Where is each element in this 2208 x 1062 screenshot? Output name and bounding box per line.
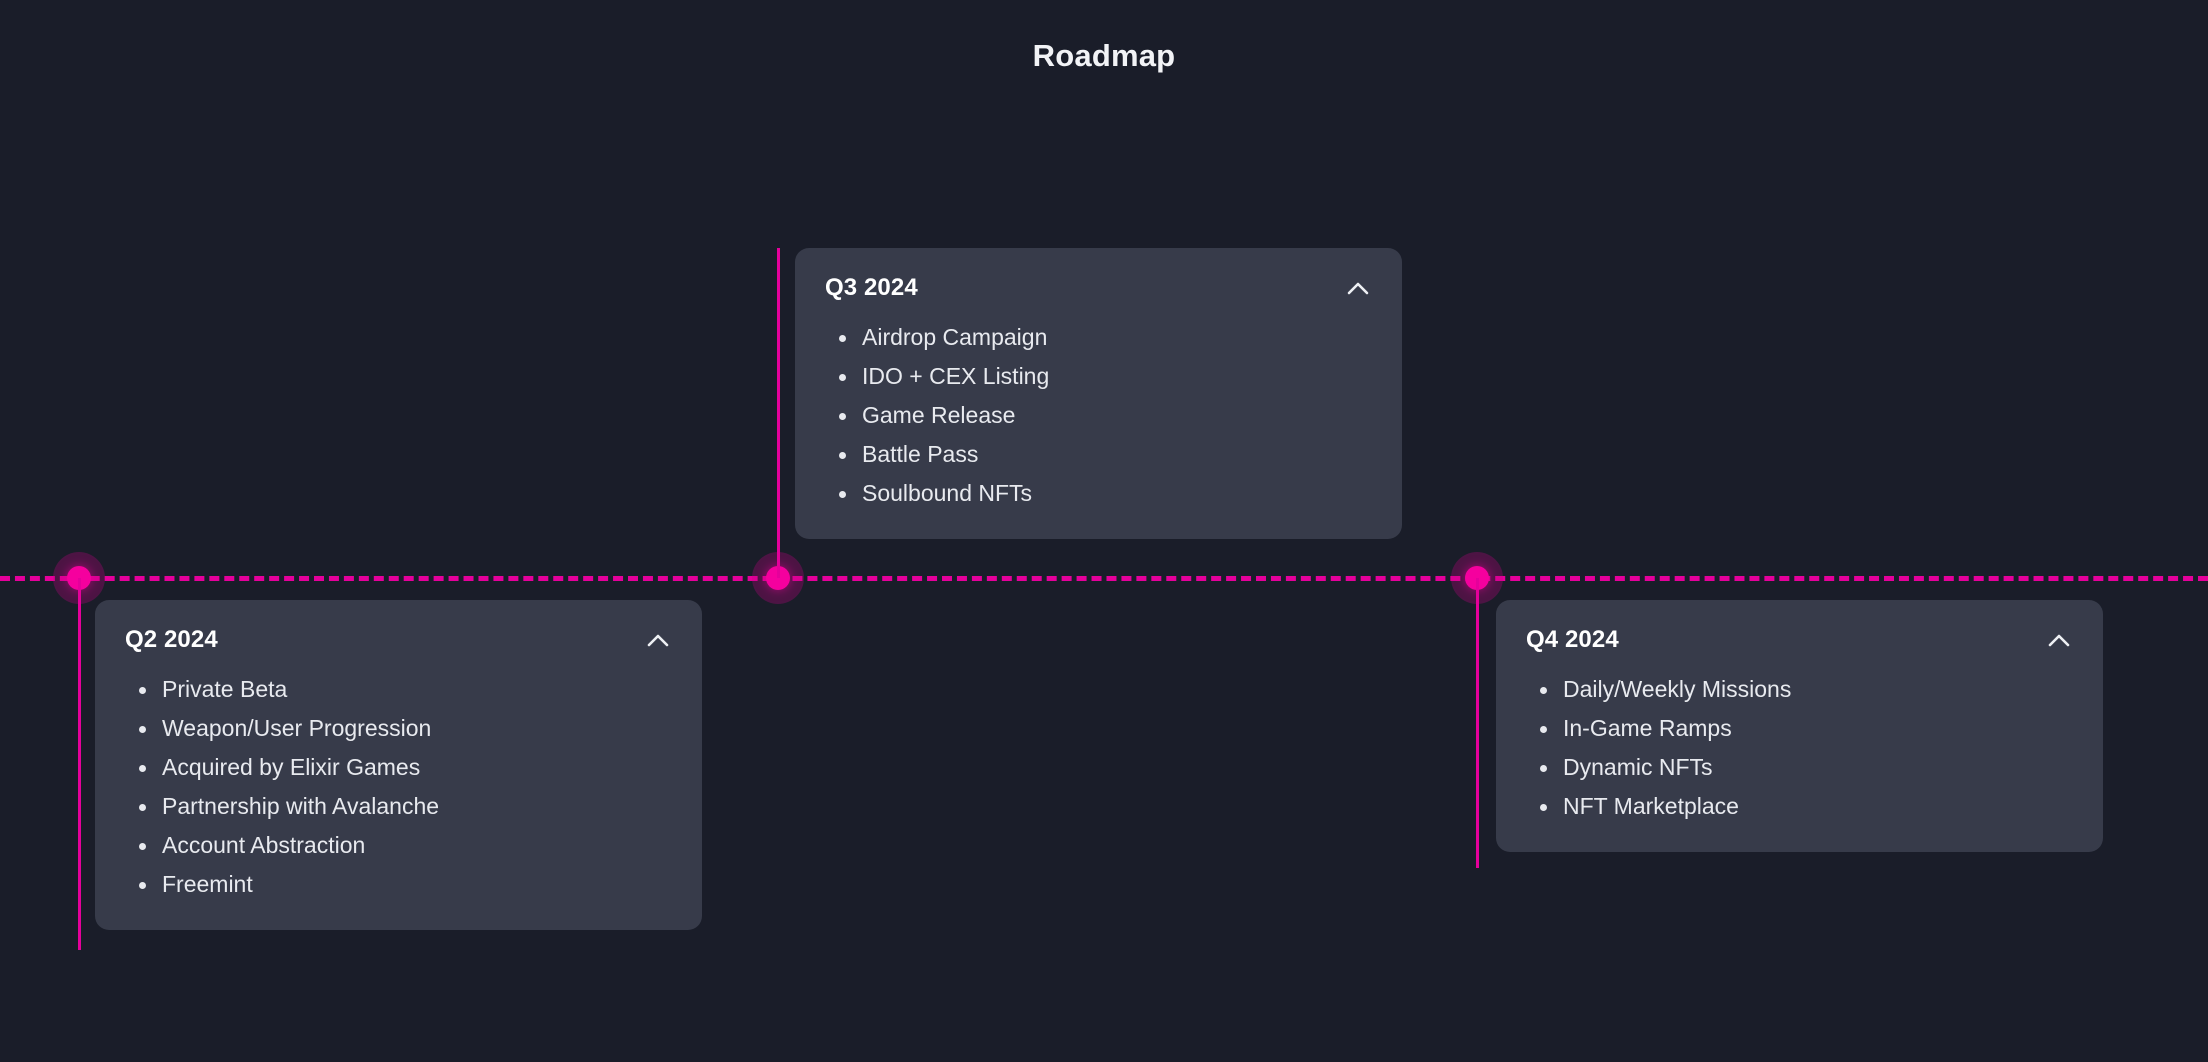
roadmap-card-q2[interactable]: Q2 2024 Private Beta Weapon/User Progres…	[95, 600, 702, 930]
connector-stem-q4	[1476, 578, 1479, 868]
list-item-label: IDO + CEX Listing	[862, 363, 1050, 389]
bullet-icon	[1540, 765, 1547, 772]
roadmap-card-q4[interactable]: Q4 2024 Daily/Weekly Missions In-Game Ra…	[1496, 600, 2103, 852]
list-item: Battle Pass	[825, 435, 1372, 474]
connector-stem-q2	[78, 578, 81, 950]
list-item-label: Private Beta	[162, 676, 288, 702]
list-item-label: Daily/Weekly Missions	[1563, 676, 1792, 702]
list-item-label: Acquired by Elixir Games	[162, 754, 421, 780]
page-title: Roadmap	[1032, 38, 1176, 73]
card-item-list-q4: Daily/Weekly Missions In-Game Ramps Dyna…	[1526, 670, 2073, 826]
connector-stem-q3	[777, 248, 780, 578]
list-item: Daily/Weekly Missions	[1526, 670, 2073, 709]
card-item-list-q3: Airdrop Campaign IDO + CEX Listing Game …	[825, 318, 1372, 513]
list-item: NFT Marketplace	[1526, 787, 2073, 826]
bullet-icon	[1540, 804, 1547, 811]
list-item: Freemint	[125, 865, 672, 904]
list-item-label: Airdrop Campaign	[862, 324, 1048, 350]
bullet-icon	[839, 335, 846, 342]
list-item-label: Battle Pass	[862, 441, 979, 467]
list-item: Airdrop Campaign	[825, 318, 1372, 357]
card-header-q4[interactable]: Q4 2024	[1526, 626, 2073, 654]
card-item-list-q2: Private Beta Weapon/User Progression Acq…	[125, 670, 672, 904]
card-title-q2: Q2 2024	[125, 626, 218, 653]
bullet-icon	[839, 452, 846, 459]
bullet-icon	[139, 726, 146, 733]
bullet-icon	[139, 687, 146, 694]
list-item-label: Account Abstraction	[162, 832, 366, 858]
list-item-label: Weapon/User Progression	[162, 715, 432, 741]
bullet-icon	[1540, 726, 1547, 733]
list-item: Game Release	[825, 396, 1372, 435]
list-item: Private Beta	[125, 670, 672, 709]
list-item: IDO + CEX Listing	[825, 357, 1372, 396]
list-item: Weapon/User Progression	[125, 709, 672, 748]
bullet-icon	[839, 374, 846, 381]
card-header-q3[interactable]: Q3 2024	[825, 274, 1372, 302]
roadmap-card-q3[interactable]: Q3 2024 Airdrop Campaign IDO + CEX Listi…	[795, 248, 1402, 539]
card-title-q3: Q3 2024	[825, 274, 918, 301]
list-item-label: Game Release	[862, 402, 1016, 428]
list-item: Acquired by Elixir Games	[125, 748, 672, 787]
bullet-icon	[839, 413, 846, 420]
chevron-up-icon[interactable]	[644, 626, 672, 654]
timeline	[0, 552, 2208, 604]
bullet-icon	[139, 843, 146, 850]
bullet-icon	[139, 804, 146, 811]
list-item-label: NFT Marketplace	[1563, 793, 1739, 819]
card-title-q4: Q4 2024	[1526, 626, 1619, 653]
list-item-label: Dynamic NFTs	[1563, 754, 1713, 780]
bullet-icon	[139, 882, 146, 889]
chevron-up-icon[interactable]	[1344, 274, 1372, 302]
list-item: Dynamic NFTs	[1526, 748, 2073, 787]
bullet-icon	[139, 765, 146, 772]
chevron-up-icon[interactable]	[2045, 626, 2073, 654]
list-item: Soulbound NFTs	[825, 474, 1372, 513]
list-item-label: In-Game Ramps	[1563, 715, 1732, 741]
timeline-dashed-line	[0, 576, 2208, 581]
list-item-label: Partnership with Avalanche	[162, 793, 440, 819]
card-header-q2[interactable]: Q2 2024	[125, 626, 672, 654]
list-item: Account Abstraction	[125, 826, 672, 865]
bullet-icon	[1540, 687, 1547, 694]
list-item-label: Freemint	[162, 871, 253, 897]
bullet-icon	[839, 491, 846, 498]
list-item: Partnership with Avalanche	[125, 787, 672, 826]
list-item-label: Soulbound NFTs	[862, 480, 1033, 506]
list-item: In-Game Ramps	[1526, 709, 2073, 748]
